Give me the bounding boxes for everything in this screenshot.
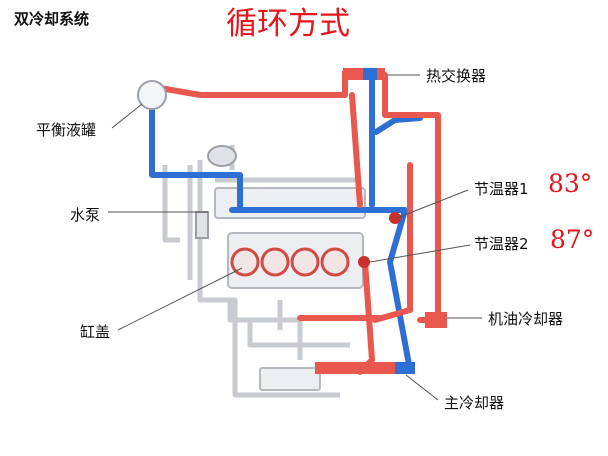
main-radiator-body	[315, 362, 410, 374]
leader-lines	[108, 74, 482, 401]
expansion-tank-label: 平衡液罐	[36, 121, 97, 139]
cylinder-head-label: 缸盖	[80, 323, 111, 341]
main-radiator-core	[395, 362, 415, 374]
cold-pipes	[149, 77, 423, 373]
thermostat2-valve	[358, 256, 370, 268]
thermostat1-label: 节温器1	[474, 180, 529, 198]
oil-cooler-label: 机油冷却器	[488, 310, 564, 328]
heat-exchanger-label: 热交换器	[426, 67, 487, 85]
oil-cooler-body	[425, 312, 447, 328]
expansion-tank	[137, 80, 167, 110]
heat-exchanger-core	[363, 68, 377, 80]
cylinders	[230, 247, 350, 277]
thermostat2-temp: 87°	[550, 225, 595, 254]
diagram-title: 双冷却系统	[14, 10, 90, 28]
main-radiator-label: 主冷却器	[444, 394, 505, 412]
diagram-subtitle: 循环方式	[226, 6, 350, 42]
thermostat2-label: 节温器2	[474, 235, 529, 253]
thermostat1-valve	[389, 212, 401, 224]
water-pump	[195, 145, 237, 239]
thermostat1-temp: 83°	[548, 169, 593, 198]
water-pump-label: 水泵	[70, 206, 101, 224]
